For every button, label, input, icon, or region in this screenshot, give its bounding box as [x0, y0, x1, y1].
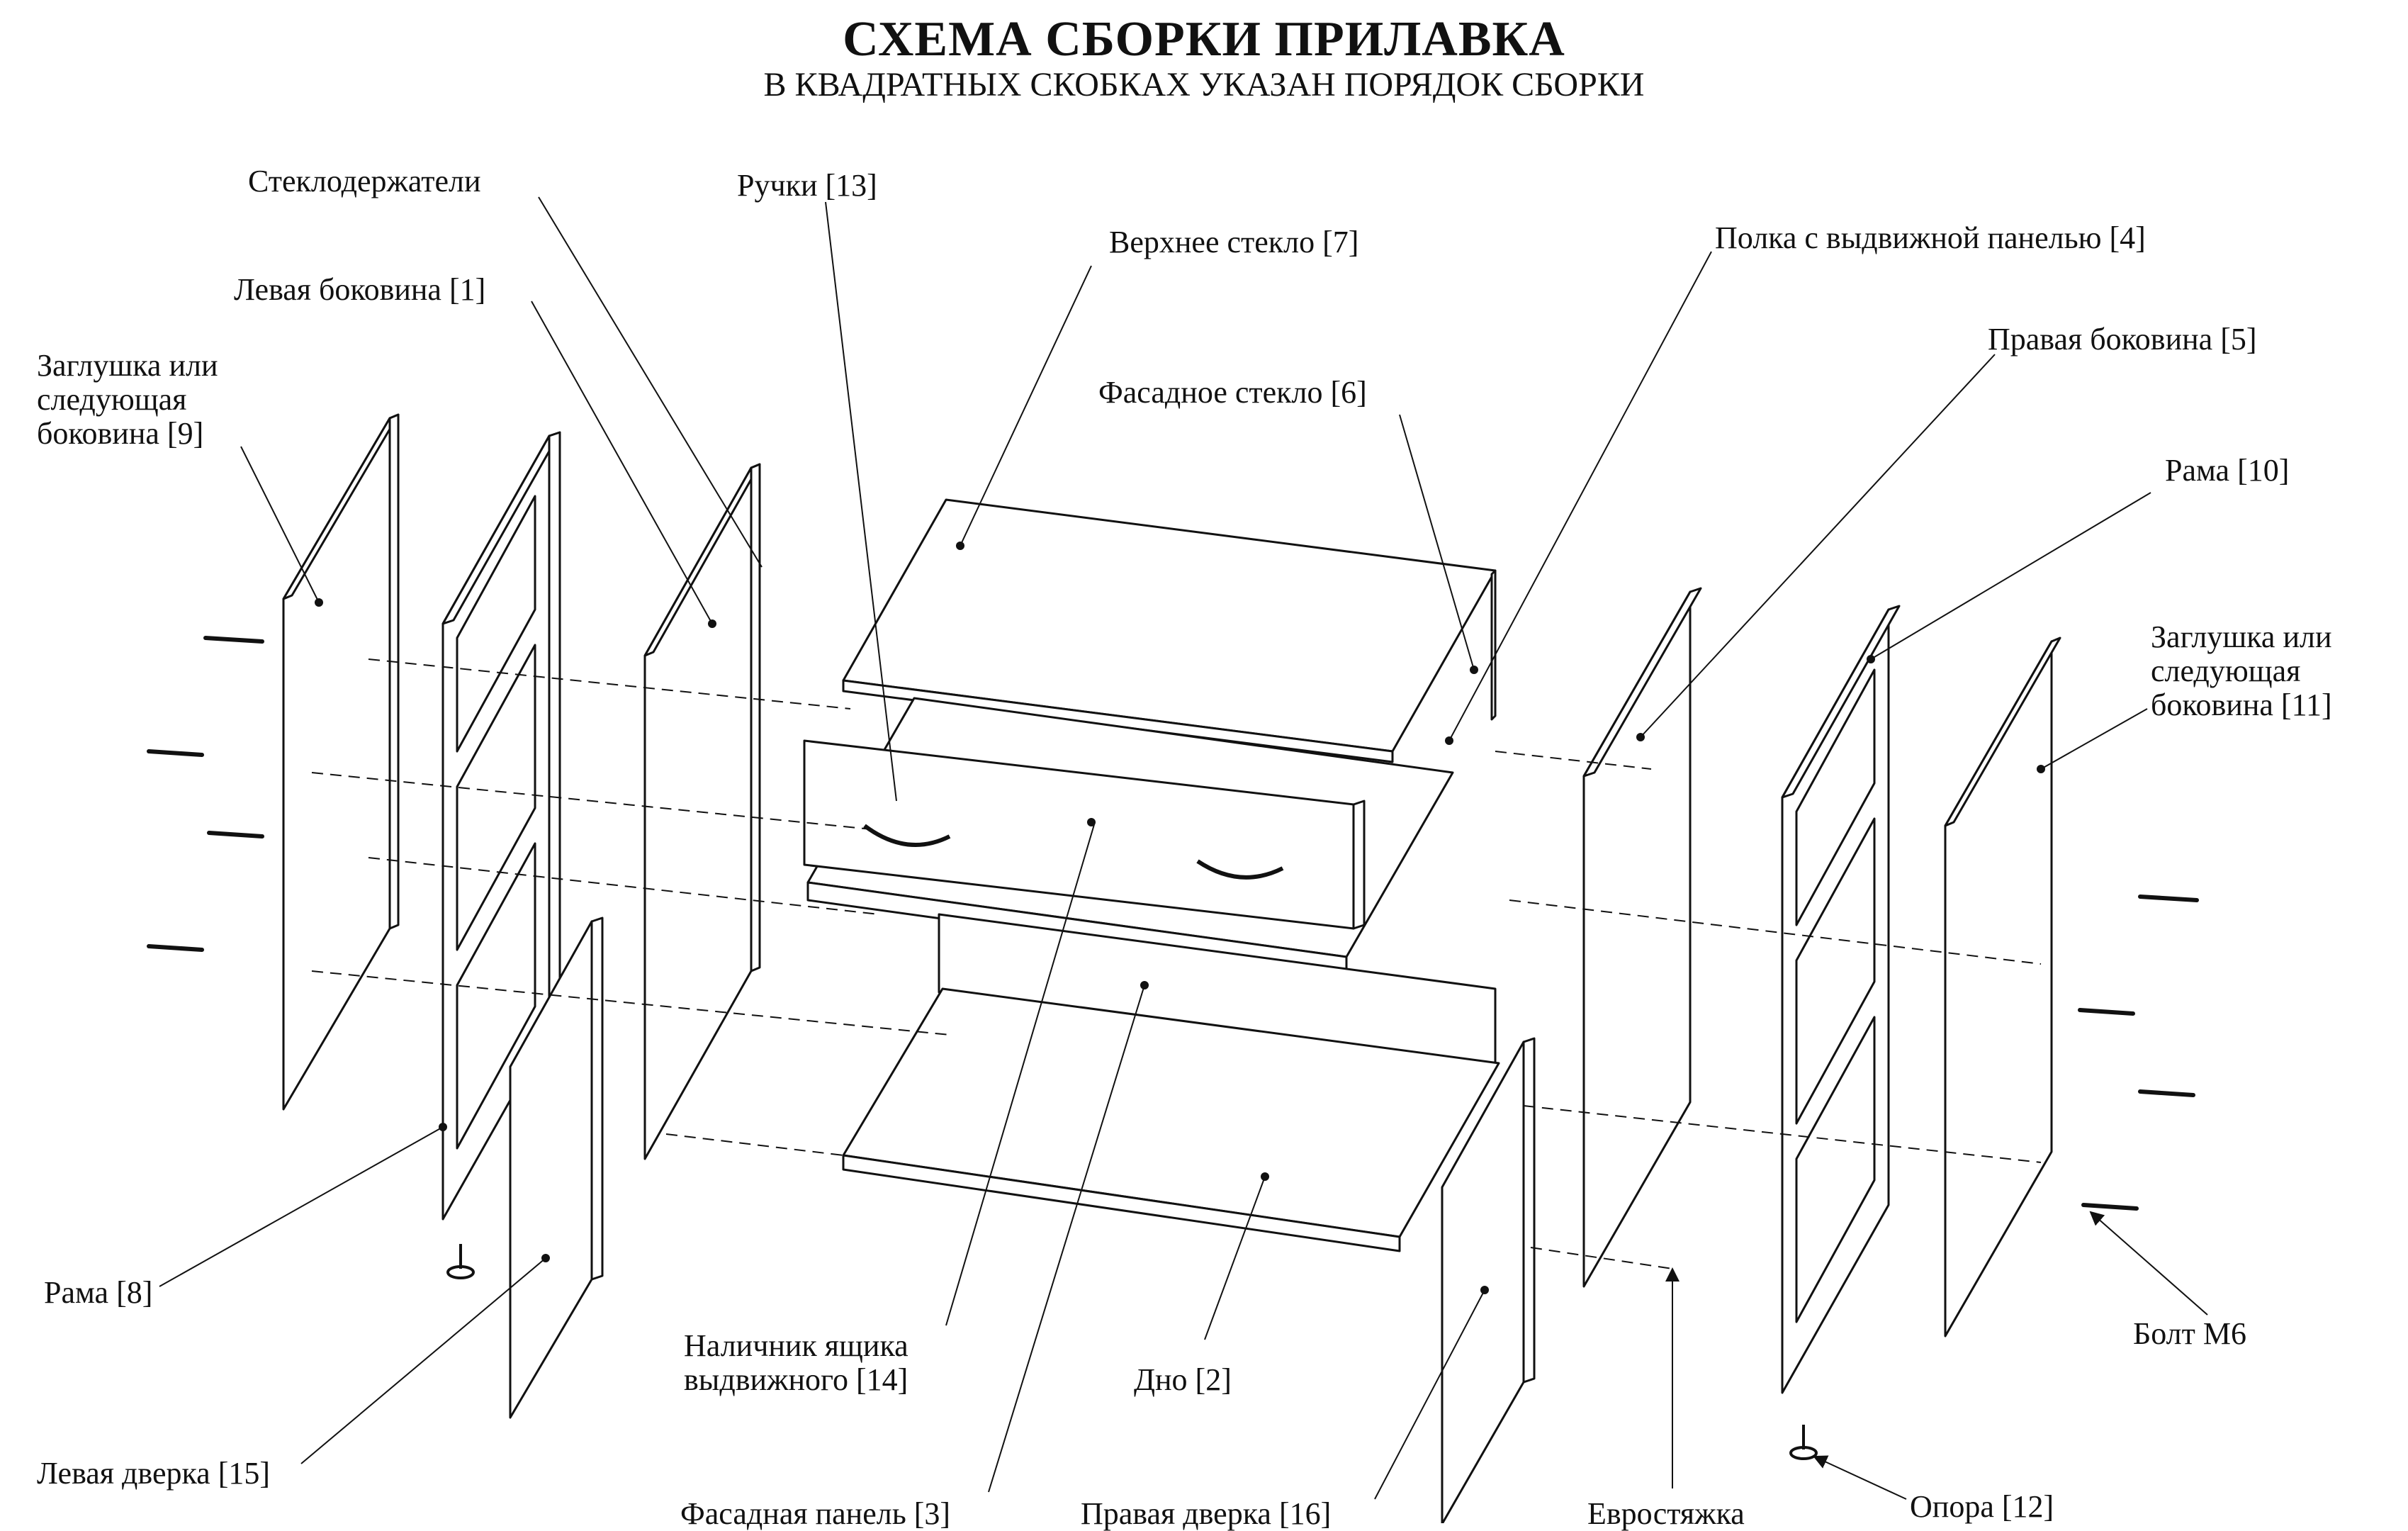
diagram-subtitle: В КВАДРАТНЫХ СКОБКАХ УКАЗАН ПОРЯДОК СБОР… [763, 66, 1645, 103]
drawer-front [803, 739, 1366, 930]
bottom-panel [842, 987, 1500, 1252]
bolts [147, 636, 2199, 1211]
label-cap-right-2: следующая [2151, 654, 2301, 688]
left-cap-panel [282, 413, 400, 1111]
left-door [509, 916, 604, 1419]
label-handles: Ручки [13] [737, 168, 877, 203]
label-cap-left-2: следующая [37, 382, 187, 417]
label-drawer-front-1: Наличник ящика [684, 1328, 908, 1363]
label-euro-screw: Евростяжка [1587, 1496, 1745, 1531]
label-frame-8: Рама [8] [44, 1275, 153, 1310]
label-cap-left-3: боковина [9] [37, 416, 204, 451]
supports [446, 1244, 1818, 1460]
label-frame-10: Рама [10] [2165, 453, 2290, 488]
right-door [1441, 1037, 1536, 1523]
front-glass [1490, 569, 1497, 721]
top-glass [842, 498, 1497, 763]
label-top-glass: Верхнее стекло [7] [1109, 225, 1359, 259]
label-glass-holders: Стеклодержатели [248, 164, 481, 198]
label-right-side: Правая боковина [5] [1988, 322, 2257, 357]
left-frame [441, 431, 561, 1221]
label-dots [315, 542, 2045, 1294]
right-frame [1781, 605, 1901, 1394]
label-cap-left-1: Заглушка или [37, 348, 218, 383]
label-left-side: Левая боковина [1] [234, 272, 486, 307]
label-cap-right-3: боковина [11] [2151, 688, 2332, 722]
diagram-title: СХЕМА СБОРКИ ПРИЛАВКА [843, 12, 1565, 67]
label-support: Опора [12] [1910, 1489, 2054, 1524]
label-front-panel: Фасадная панель [3] [680, 1496, 951, 1531]
leader-lines [159, 196, 2151, 1500]
label-cap-right-1: Заглушка или [2151, 619, 2332, 654]
label-right-door: Правая дверка [16] [1081, 1496, 1332, 1531]
label-drawer-front-2: выдвижного [14] [684, 1362, 908, 1397]
label-left-door: Левая дверка [15] [37, 1456, 271, 1491]
arrow-leaders [1665, 1211, 2208, 1500]
left-side-panel [643, 463, 761, 1160]
right-cap-panel [1944, 636, 2061, 1337]
label-bolt: Болт М6 [2133, 1316, 2246, 1351]
right-side-panel [1582, 587, 1702, 1288]
label-bottom: Дно [2] [1134, 1362, 1232, 1397]
alignment-lines [311, 658, 2042, 1269]
label-front-glass: Фасадное стекло [6] [1098, 375, 1367, 410]
label-shelf-drawer: Полка с выдвижной панелью [4] [1715, 220, 2146, 255]
